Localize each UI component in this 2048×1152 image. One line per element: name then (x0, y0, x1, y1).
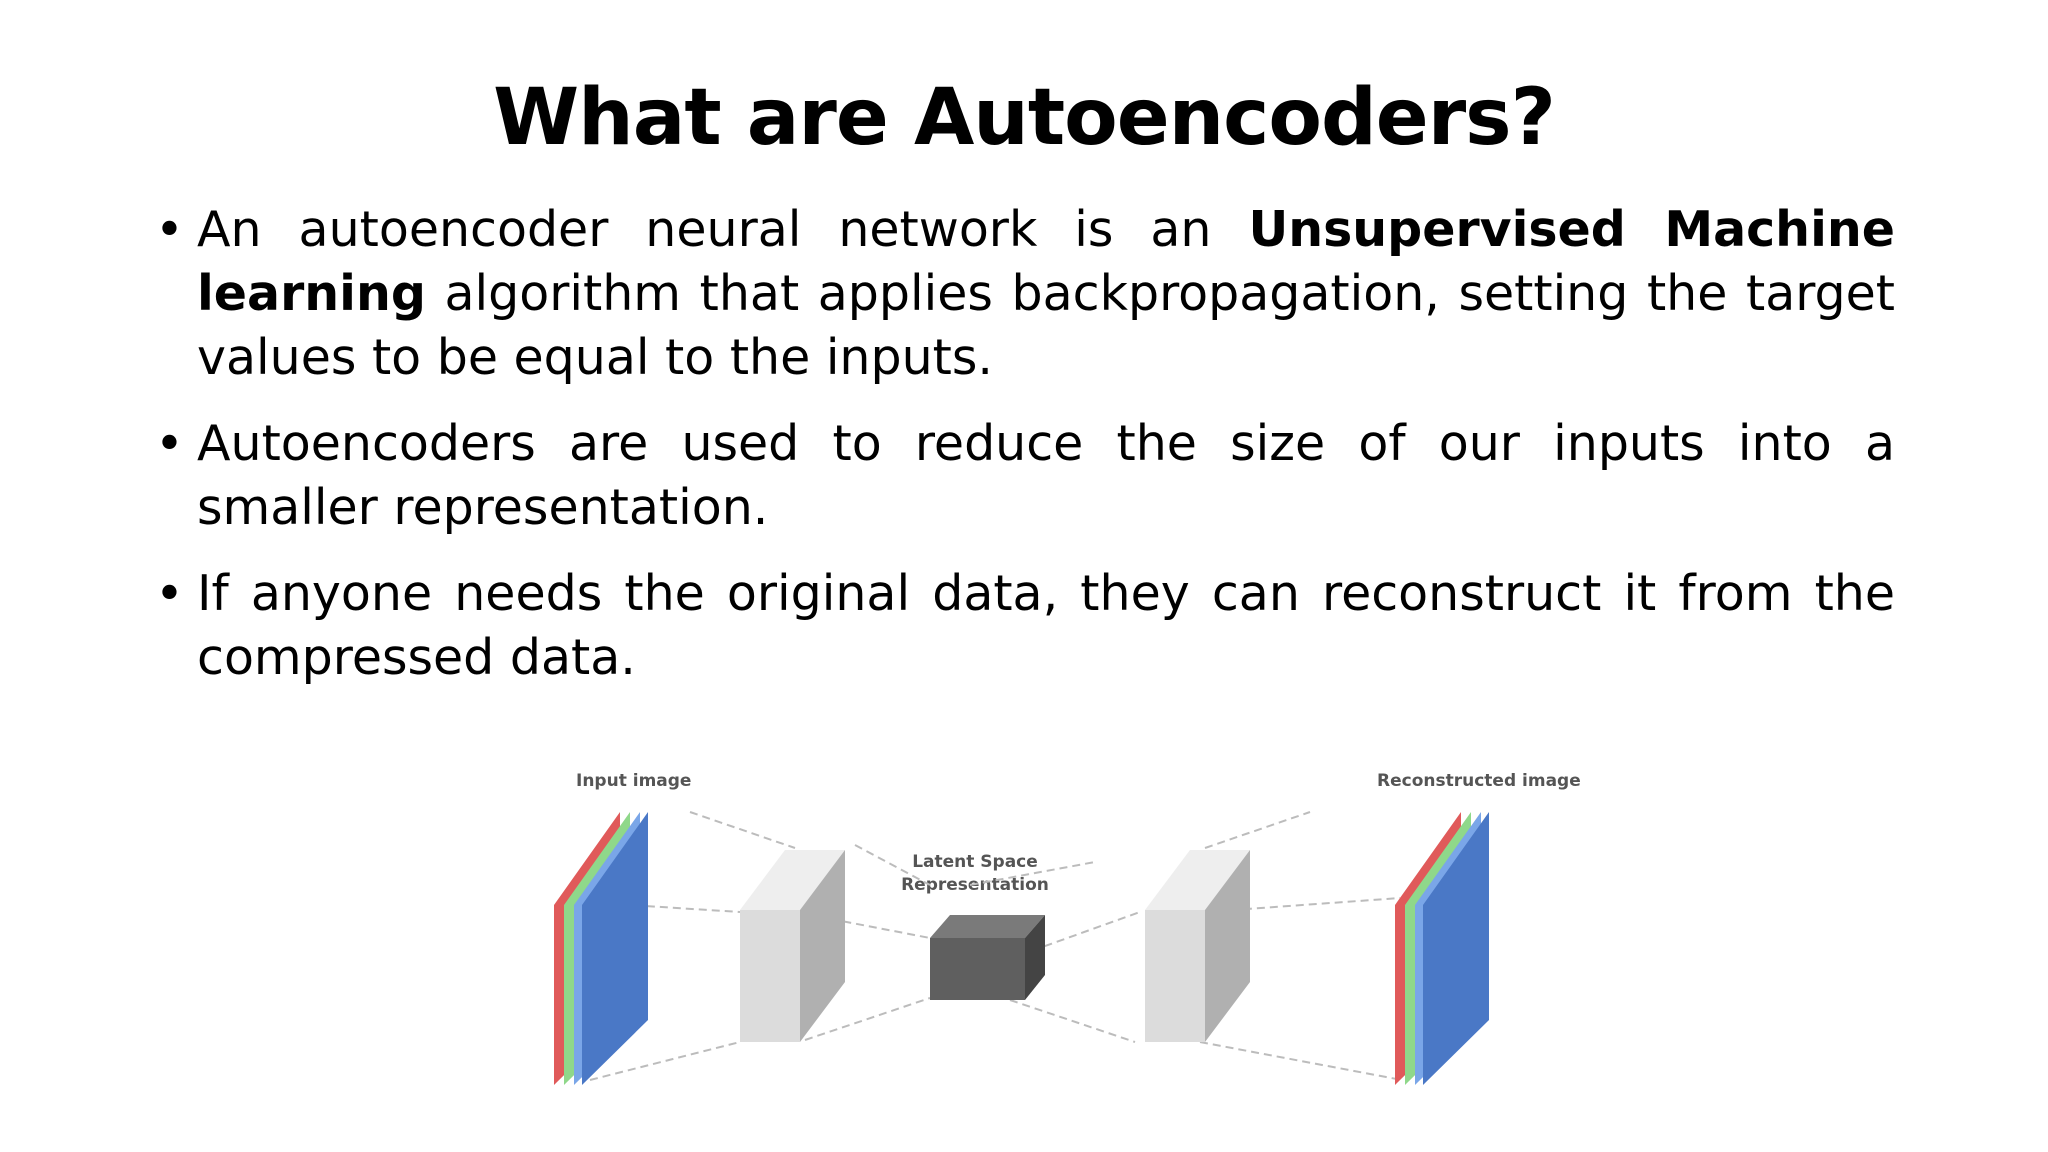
bullet-1-bold-text: Unsupervised Machine learning (197, 201, 1895, 322)
decoder-block-front (1145, 910, 1205, 1042)
encoder-block (740, 850, 845, 1042)
bullet-item-3: • If anyone needs the original data, the… (155, 562, 1895, 690)
bullet-dot: • (155, 201, 184, 258)
input-image-label: Input image (576, 771, 691, 791)
reconstructed-image-label: Reconstructed image (1377, 771, 1580, 791)
bullet-2-text: Autoencoders are used to reduce the size… (197, 415, 1895, 536)
bullet-1-text-start: An autoencoder neural network is an (197, 201, 1249, 258)
latent-block-top (930, 915, 1045, 938)
input-image-stack (554, 812, 648, 1085)
bullet-list: • An autoencoder neural network is an Un… (155, 198, 1895, 712)
autoencoder-diagram: Input image Latent Space Representation … (540, 750, 1581, 1150)
decoder-block-side (1205, 850, 1250, 1042)
input-blue-channel (582, 812, 648, 1085)
bullet-1-text-end: algorithm that applies backpropagation, … (197, 265, 1895, 386)
bullet-3-text: If anyone needs the original data, they … (197, 565, 1895, 686)
encoder-block-side (800, 850, 845, 1042)
decoder-block-top (1145, 850, 1250, 910)
encoder-block-front (740, 910, 800, 1042)
decoder-block (1145, 850, 1250, 1042)
latent-space-label-line1: Latent Space (912, 852, 1038, 872)
bullet-dot: • (155, 565, 184, 622)
bullet-item-2: • Autoencoders are used to reduce the si… (155, 412, 1895, 540)
autoencoder-diagram-svg: Input image Latent Space Representation … (554, 771, 1581, 1085)
latent-space-block (930, 915, 1045, 1000)
reconstructed-image-stack (1395, 812, 1489, 1085)
slide-title: What are Autoencoders? (493, 73, 1556, 163)
latent-block-side (1025, 915, 1045, 1000)
encoder-block-top (740, 850, 845, 910)
output-blue-channel (1423, 812, 1489, 1085)
latent-block-front (930, 938, 1025, 1000)
bullet-item-1: • An autoencoder neural network is an Un… (155, 198, 1895, 390)
connector-lines (581, 811, 1403, 1081)
bullet-dot: • (155, 415, 184, 472)
